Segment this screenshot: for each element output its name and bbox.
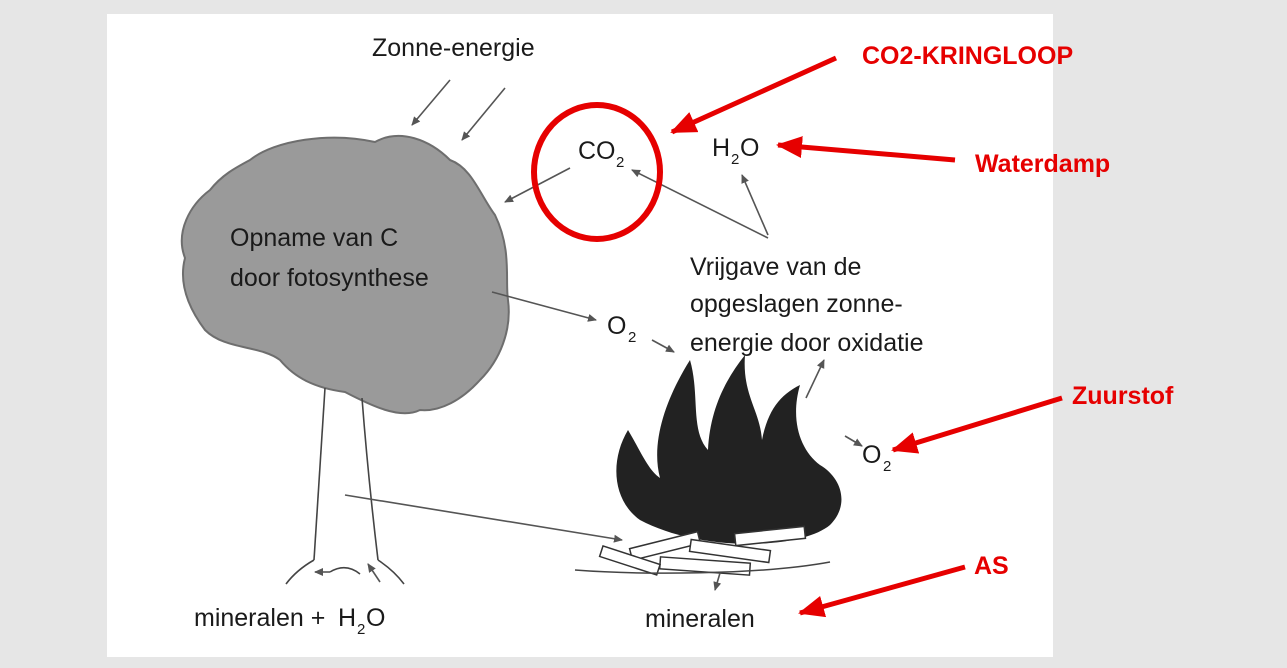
fire-icon <box>574 355 842 576</box>
svg-text:Opname van C: Opname van C <box>230 224 398 252</box>
svg-text:energie door oxidatie: energie door oxidatie <box>690 329 924 357</box>
svg-text:door fotosynthese: door fotosynthese <box>230 264 429 292</box>
ash-annotation: AS <box>974 552 1009 580</box>
svg-text:2: 2 <box>357 621 365 638</box>
water-vapor-annotation: Waterdamp <box>975 150 1110 178</box>
co2-highlight-circle <box>531 102 663 242</box>
annotation-arrows <box>670 55 1063 618</box>
svg-text:O: O <box>366 604 385 632</box>
process-arrows <box>314 79 863 591</box>
h2o-label: H 2 O <box>712 134 759 168</box>
o2-right-label: O 2 <box>862 441 891 475</box>
svg-text:O: O <box>862 441 881 469</box>
oxygen-annotation: Zuurstof <box>1072 382 1174 410</box>
minerals-label: mineralen <box>645 605 755 633</box>
co2-cycle-annotation: CO2-KRINGLOOP <box>862 42 1073 70</box>
svg-text:H: H <box>338 604 356 632</box>
tree-trunk <box>285 387 405 585</box>
svg-text:2: 2 <box>616 154 624 171</box>
svg-text:H: H <box>712 134 730 162</box>
tree-canopy <box>180 134 510 415</box>
svg-text:Vrijgave van de: Vrijgave van de <box>690 253 861 281</box>
svg-text:2: 2 <box>731 151 739 168</box>
o2-left-label: O 2 <box>607 312 636 346</box>
release-label: Vrijgave van de opgeslagen zonne- energi… <box>690 253 924 357</box>
svg-text:O: O <box>607 312 626 340</box>
svg-text:CO: CO <box>578 137 616 165</box>
svg-text:2: 2 <box>883 458 891 475</box>
svg-text:opgeslagen zonne-: opgeslagen zonne- <box>690 290 903 318</box>
co2-label: CO 2 <box>578 137 624 171</box>
svg-text:2: 2 <box>628 329 636 346</box>
svg-text:mineralen +: mineralen + <box>194 604 325 632</box>
uptake-label: Opname van C door fotosynthese <box>230 224 429 292</box>
sun-label: Zonne-energie <box>372 34 535 62</box>
svg-text:O: O <box>740 134 759 162</box>
minerals-water-label: mineralen + H 2 O <box>194 604 385 638</box>
